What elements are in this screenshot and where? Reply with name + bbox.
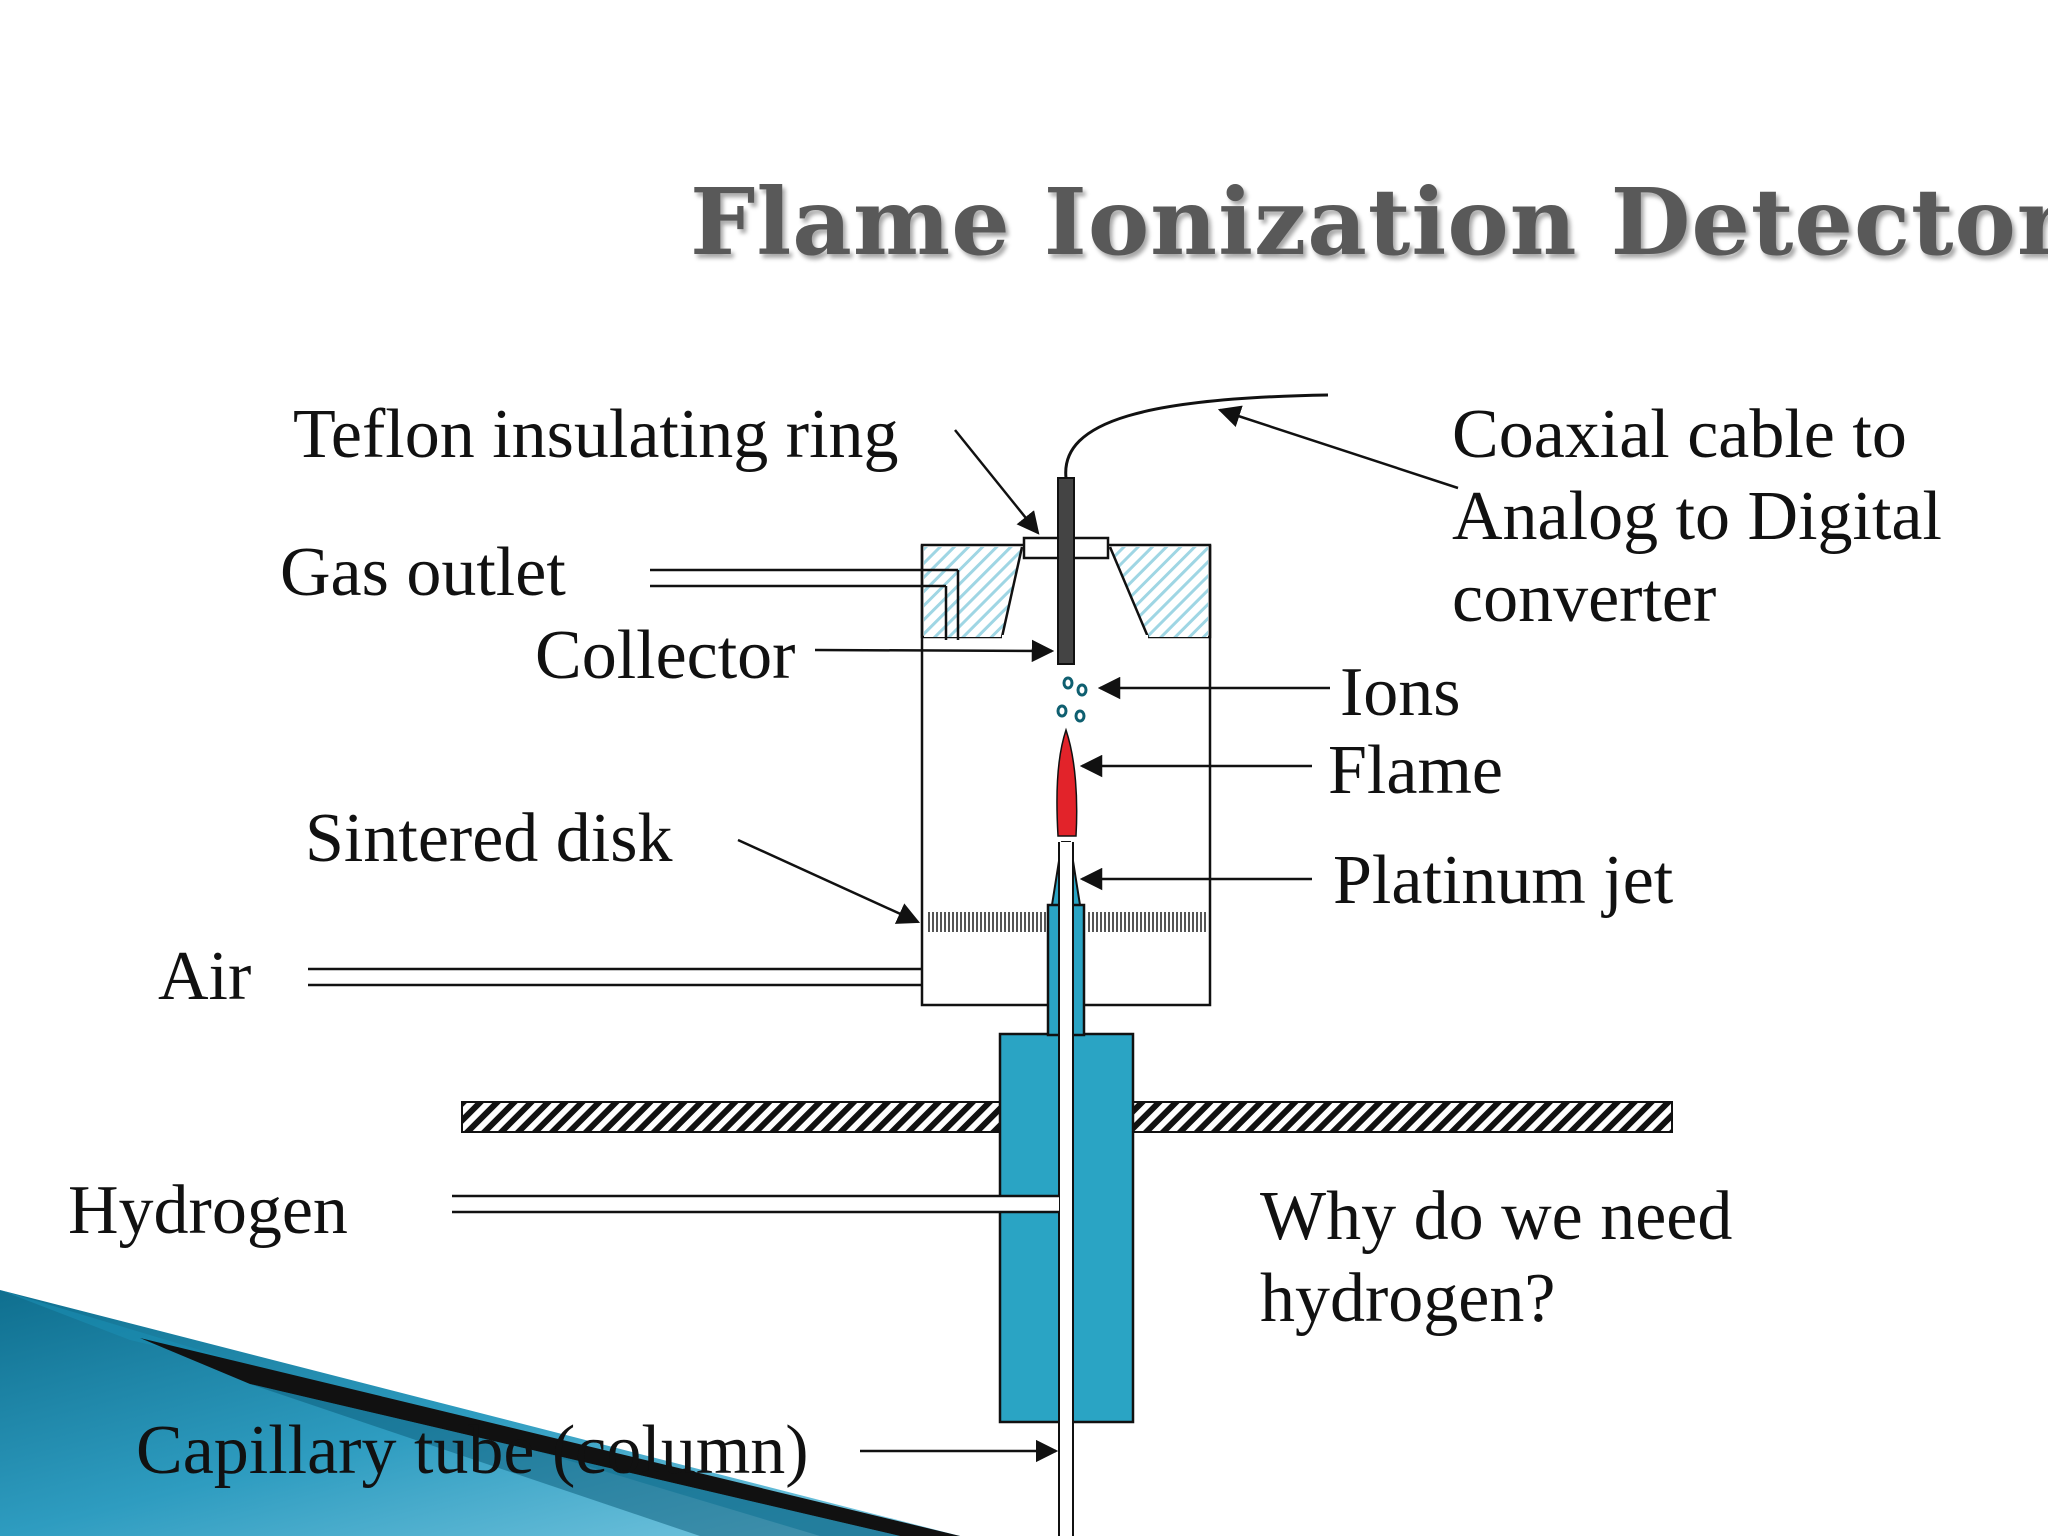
- label-collector: Collector: [535, 617, 796, 694]
- question-line-1: Why do we need: [1260, 1178, 1733, 1255]
- label-hydrogen: Hydrogen: [68, 1172, 348, 1249]
- collector-rod: [1057, 477, 1075, 665]
- label-coaxial-cable: Coaxial cable to Analog to Digital conve…: [1452, 394, 1942, 640]
- flame: [1056, 727, 1078, 837]
- label-coaxial-line-3: converter: [1452, 560, 1717, 637]
- coaxial-arrow: [1217, 405, 1459, 490]
- sintered-disk: [926, 912, 1206, 932]
- label-platinum-jet: Platinum jet: [1333, 842, 1674, 919]
- collector-arrow: [814, 639, 1055, 663]
- air-tube: [308, 967, 922, 987]
- hydrogen-tube: [452, 1194, 1059, 1214]
- label-flame: Flame: [1328, 732, 1503, 809]
- gas-outlet-tube: [650, 568, 960, 640]
- slide-title: Flame Ionization Detector: [690, 168, 2048, 276]
- sintered-disk-arrow: [737, 838, 921, 924]
- label-coaxial-line-2: Analog to Digital: [1452, 478, 1942, 555]
- ions: [1056, 676, 1088, 723]
- question-text: Why do we need hydrogen?: [1260, 1176, 1732, 1340]
- corner-decoration: [0, 1290, 960, 1536]
- detector-body: [920, 543, 1212, 1007]
- question-line-2: hydrogen?: [1260, 1260, 1556, 1337]
- coaxial-cable: [1064, 393, 1329, 479]
- capillary-tube: [1058, 842, 1074, 1536]
- label-ions: Ions: [1340, 654, 1461, 731]
- label-coaxial-line-1: Coaxial cable to: [1452, 396, 1907, 473]
- label-gas-outlet: Gas outlet: [280, 534, 566, 611]
- label-teflon-ring: Teflon insulating ring: [293, 396, 899, 473]
- teflon-arrow: [954, 429, 1040, 535]
- label-sintered-disk: Sintered disk: [305, 800, 673, 877]
- label-capillary: Capillary tube (column): [136, 1412, 809, 1489]
- label-air: Air: [158, 938, 252, 1015]
